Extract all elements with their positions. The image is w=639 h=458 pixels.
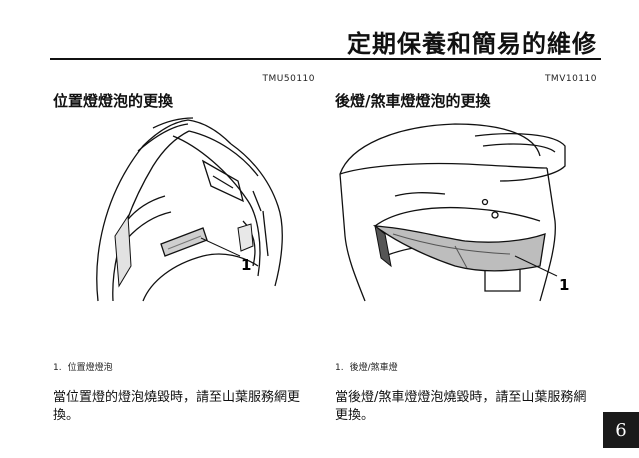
tail-light-illustration: 1 (335, 116, 597, 304)
left-callout-number: 1 (241, 256, 251, 274)
right-ref-code: TMV10110 (544, 74, 597, 84)
right-caption-number: 1. (335, 363, 344, 373)
title-divider (50, 58, 601, 60)
page-number-badge: 6 (603, 412, 639, 448)
right-caption-text: 後燈/煞車燈 (349, 363, 398, 373)
position-light-illustration: 1 (53, 116, 315, 304)
right-body-text: 當後燈/煞車燈燈泡燒毀時，請至山葉服務網更換。 (335, 390, 587, 423)
left-section: TMU50110 位置燈燈泡的更換 (53, 74, 315, 423)
left-caption-number: 1. (53, 363, 62, 373)
left-figure-caption: 1. 位置燈燈泡 (53, 360, 113, 373)
left-section-heading: 位置燈燈泡的更換 (53, 92, 174, 110)
right-section-heading: 後燈/煞車燈燈泡的更換 (335, 92, 491, 110)
right-figure-caption: 1. 後燈/煞車燈 (335, 360, 398, 373)
left-body-text: 當位置燈的燈泡燒毀時，請至山葉服務網更換。 (53, 390, 301, 423)
right-section: TMV10110 後燈/煞車燈燈泡的更換 (335, 74, 597, 423)
page-title: 定期保養和簡易的維修 (347, 30, 597, 58)
left-caption-text: 位置燈燈泡 (67, 363, 113, 373)
right-callout-number: 1 (559, 276, 569, 294)
page-number: 6 (615, 419, 627, 441)
left-ref-code: TMU50110 (262, 74, 315, 84)
